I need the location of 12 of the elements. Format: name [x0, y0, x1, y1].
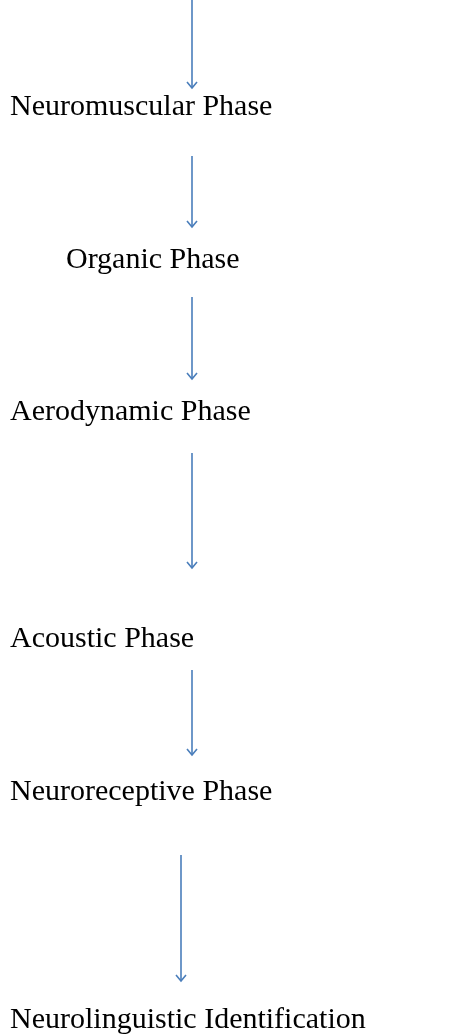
phase-label: Neurolinguistic Identification: [10, 1001, 366, 1035]
arrow: [186, 296, 198, 380]
arrow: [186, 0, 198, 89]
phase-label: Acoustic Phase: [10, 620, 195, 654]
arrow: [186, 669, 198, 756]
phase-label: Organic Phase: [66, 241, 240, 275]
arrow: [175, 854, 187, 982]
phase-label: Aerodynamic Phase: [10, 393, 251, 427]
phase-label: Neuromuscular Phase: [10, 88, 273, 122]
arrow: [186, 452, 198, 569]
phase-label: Neuroreceptive Phase: [10, 773, 273, 807]
arrow: [186, 155, 198, 228]
